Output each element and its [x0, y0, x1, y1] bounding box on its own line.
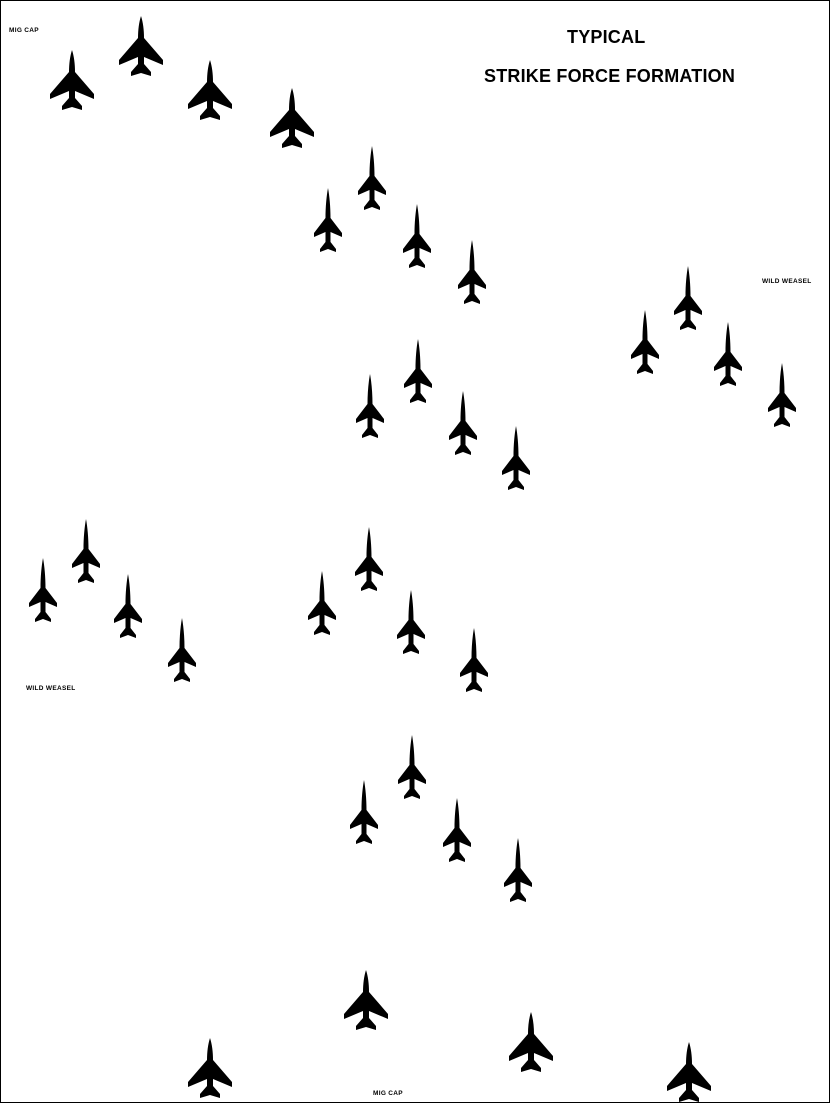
f105-thunderchief-icon	[168, 618, 196, 682]
f105-thunderchief-icon	[458, 240, 486, 304]
strike-flight-3-group	[308, 527, 488, 692]
strike-flight-2-group	[356, 339, 530, 490]
f105-thunderchief-icon	[314, 188, 342, 252]
f105-thunderchief-icon	[114, 574, 142, 638]
strike-flight-1-group	[314, 146, 486, 304]
f105-thunderchief-icon	[356, 374, 384, 438]
wild-weasel-right-group	[631, 266, 796, 427]
f105-thunderchief-icon	[502, 426, 530, 490]
f4-phantom-icon	[270, 88, 314, 148]
f4-phantom-icon	[188, 1038, 232, 1098]
f105-thunderchief-icon	[358, 146, 386, 210]
f4-phantom-icon	[119, 16, 163, 76]
f105-thunderchief-icon	[443, 798, 471, 862]
f105-thunderchief-icon	[29, 558, 57, 622]
f4-phantom-icon	[50, 50, 94, 110]
f105-thunderchief-icon	[308, 571, 336, 635]
f105-thunderchief-icon	[355, 527, 383, 591]
mig-cap-bottom-group	[188, 970, 711, 1102]
f105-thunderchief-icon	[72, 519, 100, 583]
strike-flight-4-group	[350, 735, 532, 902]
f4-phantom-icon	[509, 1012, 553, 1072]
f105-thunderchief-icon	[674, 266, 702, 330]
f4-phantom-icon	[667, 1042, 711, 1102]
f105-thunderchief-icon	[449, 391, 477, 455]
f105-thunderchief-icon	[460, 628, 488, 692]
f105-thunderchief-icon	[350, 780, 378, 844]
mig-cap-top-group	[50, 16, 314, 148]
f105-thunderchief-icon	[631, 310, 659, 374]
f105-thunderchief-icon	[397, 590, 425, 654]
f105-thunderchief-icon	[504, 838, 532, 902]
f4-phantom-icon	[344, 970, 388, 1030]
wild-weasel-left-group	[29, 519, 196, 682]
f105-thunderchief-icon	[714, 322, 742, 386]
f105-thunderchief-icon	[768, 363, 796, 427]
f105-thunderchief-icon	[403, 204, 431, 268]
f4-phantom-icon	[188, 60, 232, 120]
f105-thunderchief-icon	[398, 735, 426, 799]
f105-thunderchief-icon	[404, 339, 432, 403]
